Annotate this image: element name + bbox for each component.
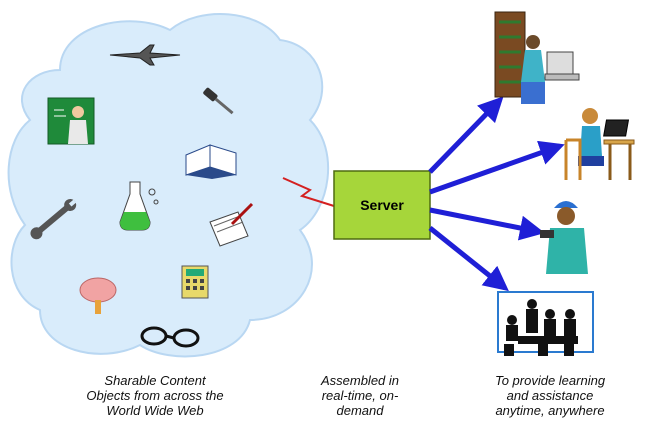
goggles-icon [140, 326, 200, 348]
content-cloud [7, 13, 330, 358]
caption-assembled: Assembled in real-time, on- demand [320, 373, 400, 418]
flask-icon [119, 181, 159, 231]
arrow-to-worker [429, 207, 545, 241]
teacher-icon [47, 97, 95, 145]
caption-sharable-content: Sharable Content Objects from across the… [86, 373, 224, 418]
worker-hardhat-icon [540, 201, 588, 274]
screwdriver-icon [203, 87, 234, 115]
meeting-room-icon [497, 291, 594, 356]
laptop-user-icon [564, 108, 635, 180]
arrow-to-meeting [428, 226, 509, 292]
arrow-to-laptop-user [429, 140, 565, 195]
book-icon [185, 144, 237, 179]
brain-icon [79, 277, 117, 314]
workstation-user-icon [494, 11, 580, 104]
wrench-icon [30, 199, 77, 240]
caption-provide-learning: To provide learning and assistance anyti… [494, 373, 606, 418]
server-label: Server [360, 197, 404, 213]
documents-icon [209, 202, 254, 247]
delivery-arrows [428, 96, 565, 292]
calculator-icon [181, 265, 209, 299]
jet-icon [109, 44, 181, 66]
link-zigzag [282, 177, 335, 207]
arrow-to-workstation [428, 96, 504, 174]
server-box: Server [333, 170, 431, 240]
